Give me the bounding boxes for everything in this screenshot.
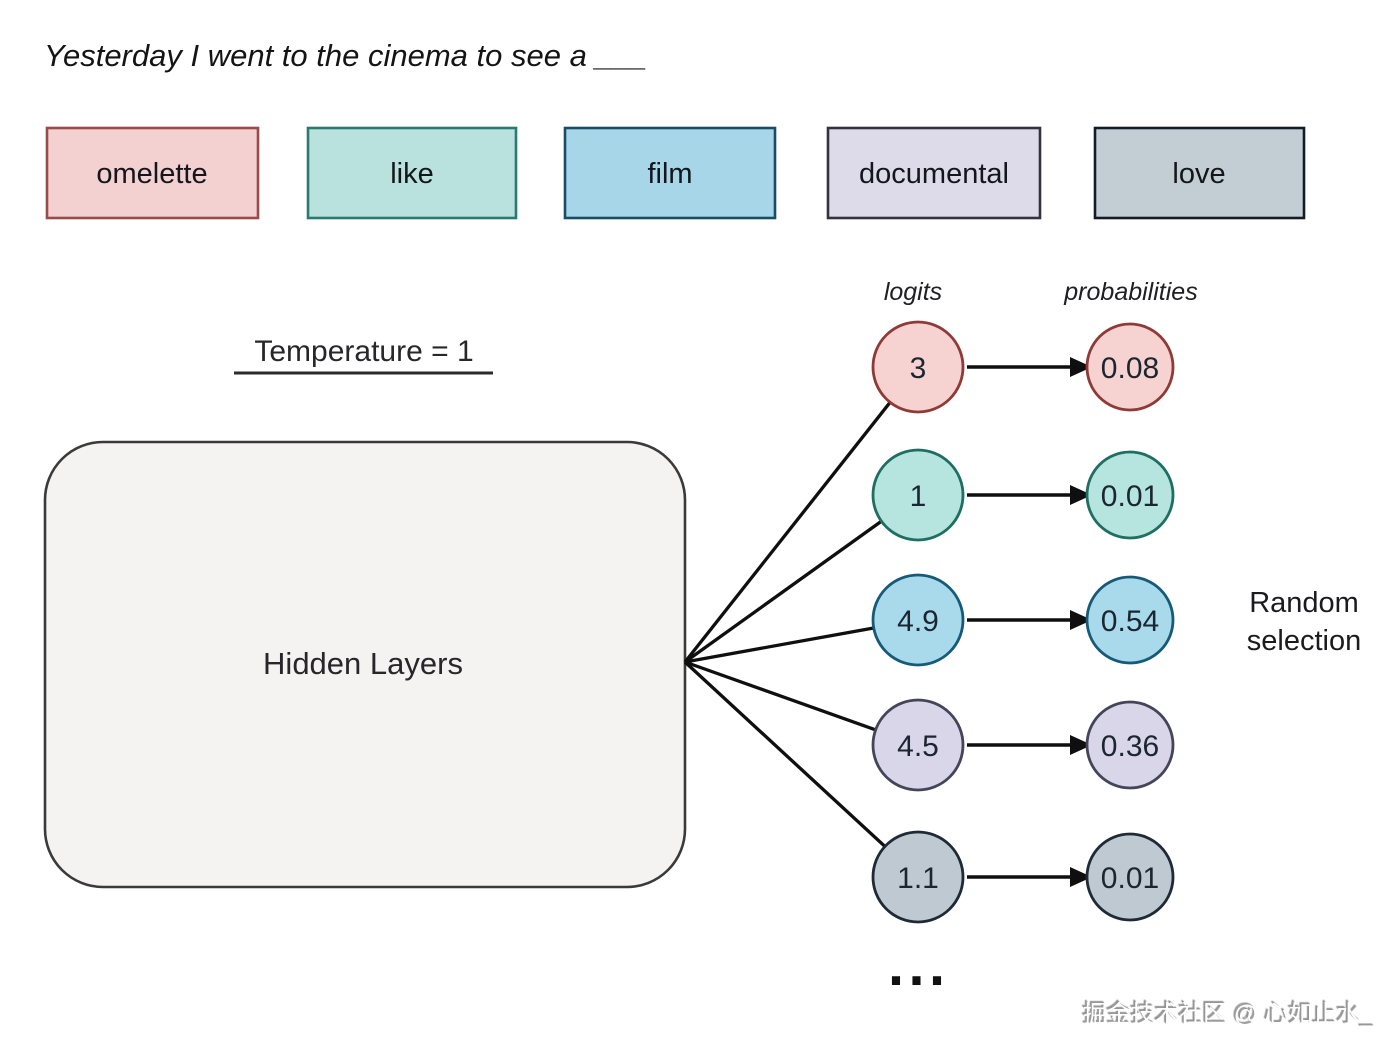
random-selection-line2: selection — [1247, 625, 1361, 657]
arrow-head-icon — [1070, 735, 1092, 755]
word-box-film: film — [563, 126, 777, 220]
arrow-head-icon — [1070, 357, 1092, 377]
logit-circle — [871, 573, 965, 667]
probability-circle — [1085, 322, 1175, 412]
probability-value: 0.36 — [1101, 730, 1159, 763]
ellipsis: ... — [887, 942, 948, 996]
probability-circle — [1085, 832, 1175, 922]
word-box-omelette: omelette — [45, 126, 260, 220]
word-box-rect — [563, 126, 777, 220]
logit-circle — [871, 830, 965, 924]
probability-circle — [1085, 700, 1175, 790]
arrow-head-icon — [1070, 485, 1092, 505]
word-box-rect — [45, 126, 260, 220]
word-box-label: film — [647, 158, 692, 190]
logit-prob-row: 1 0.01 — [871, 448, 1175, 542]
word-box-rect — [1093, 126, 1306, 220]
word-box-rect — [306, 126, 518, 220]
logit-prob-row: 4.5 0.36 — [871, 698, 1175, 792]
logit-circle — [871, 698, 965, 792]
watermark: 掘金技术社区 @ 心如止水_ — [1083, 1001, 1375, 1028]
word-box-like: like — [306, 126, 518, 220]
word-box-documental: documental — [826, 126, 1042, 220]
arrow-head-icon — [1070, 867, 1092, 887]
hidden-layers-label: Hidden Layers — [263, 646, 463, 681]
logit-value: 4.5 — [897, 730, 939, 763]
logits-column-header: logits — [884, 278, 942, 306]
word-box-love: love — [1093, 126, 1306, 220]
probability-circle — [1085, 450, 1175, 540]
logit-circle — [871, 448, 965, 542]
arrow-head-icon — [1070, 610, 1092, 630]
probabilities-column-header: probabilities — [1063, 278, 1197, 306]
word-box-label: like — [390, 158, 434, 190]
word-box-label: documental — [859, 158, 1009, 190]
fan-line — [684, 493, 919, 664]
probability-value: 0.01 — [1101, 862, 1159, 895]
sentence-prompt: Yesterday I went to the cinema to see a … — [44, 38, 647, 73]
probability-value: 0.08 — [1101, 352, 1159, 385]
fan-line — [683, 365, 920, 664]
word-box-label: love — [1172, 158, 1225, 190]
word-box-label: omelette — [96, 158, 207, 190]
logit-prob-row: 3 0.08 — [871, 320, 1175, 414]
logit-circle — [871, 320, 965, 414]
logit-value: 4.9 — [897, 605, 939, 638]
word-box-rect — [826, 126, 1042, 220]
hidden-layers-box — [43, 440, 687, 889]
random-selection-line1: Random — [1249, 587, 1359, 619]
temperature-label: Temperature = 1 — [254, 335, 473, 368]
probability-value: 0.01 — [1101, 480, 1159, 513]
logit-value: 3 — [910, 352, 927, 385]
probability-value: 0.54 — [1101, 605, 1159, 638]
probability-circle — [1085, 575, 1175, 665]
logit-value: 1.1 — [897, 862, 939, 895]
logit-prob-row: 1.1 0.01 — [871, 830, 1175, 924]
fan-line — [683, 660, 920, 879]
logit-prob-row: 4.9 0.54 — [871, 573, 1175, 667]
logit-value: 1 — [910, 480, 927, 513]
